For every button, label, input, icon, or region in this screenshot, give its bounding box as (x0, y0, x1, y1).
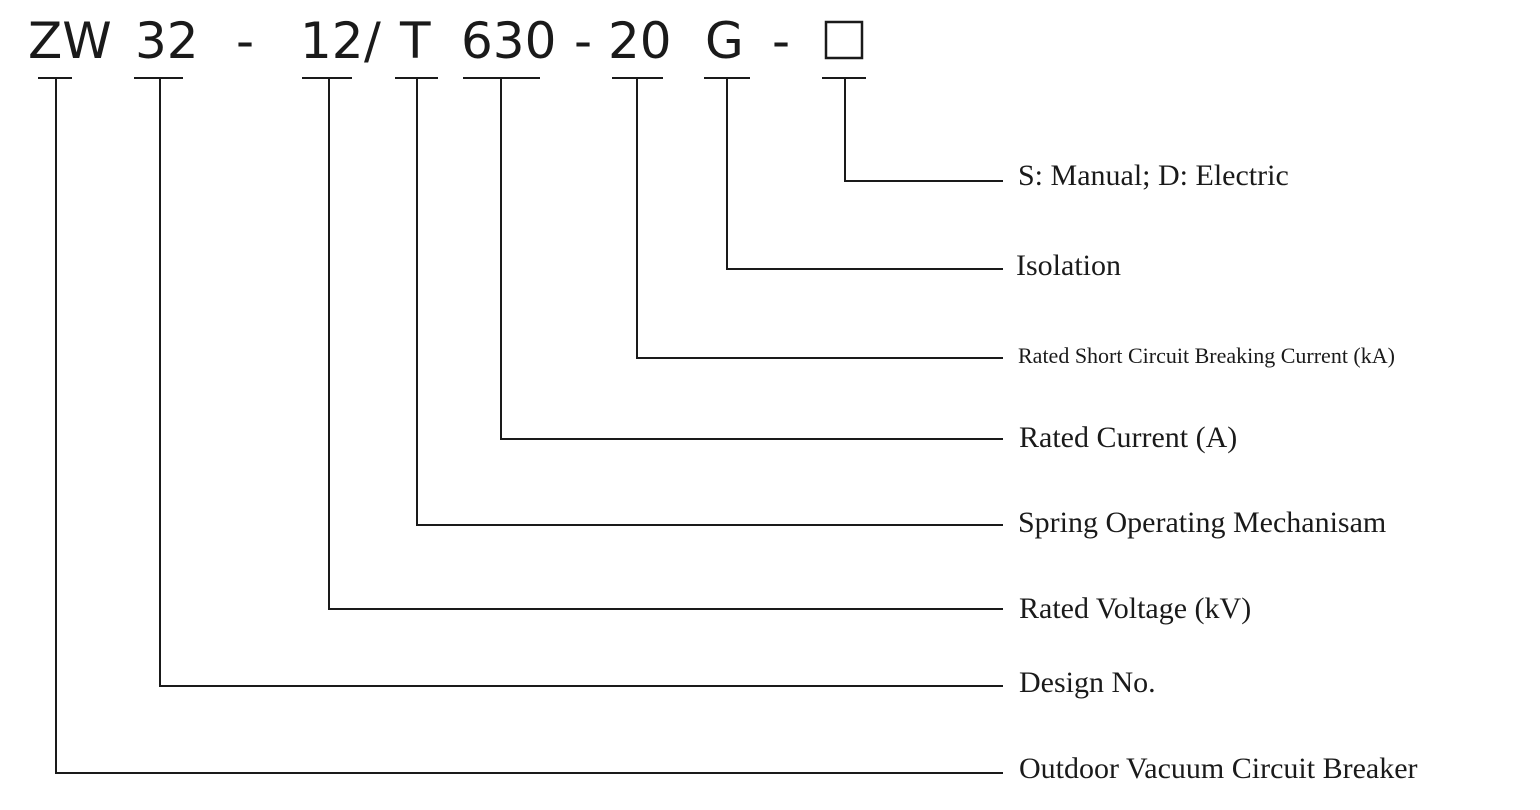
code-dash-3: - (772, 12, 790, 70)
code-breaking: 20 (608, 12, 672, 70)
code-dash-1: - (236, 12, 254, 70)
label-mechanism: Spring Operating Mechanisam (1018, 506, 1386, 539)
code-zw: ZW (28, 12, 112, 70)
leader-breaking (636, 78, 1003, 359)
leader-voltage (328, 78, 1003, 610)
code-slash: / (364, 12, 381, 70)
leader-design-no (159, 78, 1003, 687)
code-design-no: 32 (135, 12, 199, 70)
label-isolation: Isolation (1016, 249, 1121, 282)
label-breaking-current: Rated Short Circuit Breaking Current (kA… (1018, 343, 1395, 368)
label-rated-voltage: Rated Voltage (kV) (1019, 592, 1251, 625)
code-dash-2: - (574, 12, 592, 70)
leader-lines (55, 78, 1003, 774)
code-isolation: G (705, 12, 744, 70)
label-operation: S: Manual; D: Electric (1018, 159, 1289, 192)
code-voltage: 12 (300, 12, 364, 70)
leader-isolation (726, 78, 1003, 270)
leader-breaker-type (55, 78, 1003, 774)
leader-operation (844, 78, 1003, 182)
label-breaker-type: Outdoor Vacuum Circuit Breaker (1019, 752, 1418, 785)
leader-current (500, 78, 1003, 440)
label-rated-current: Rated Current (A) (1019, 421, 1237, 454)
leader-mechanism (416, 78, 1003, 526)
code-mechanism: T (399, 12, 431, 70)
code-current: 630 (461, 12, 556, 70)
label-design-no: Design No. (1019, 666, 1156, 699)
code-operation-box (824, 20, 864, 60)
